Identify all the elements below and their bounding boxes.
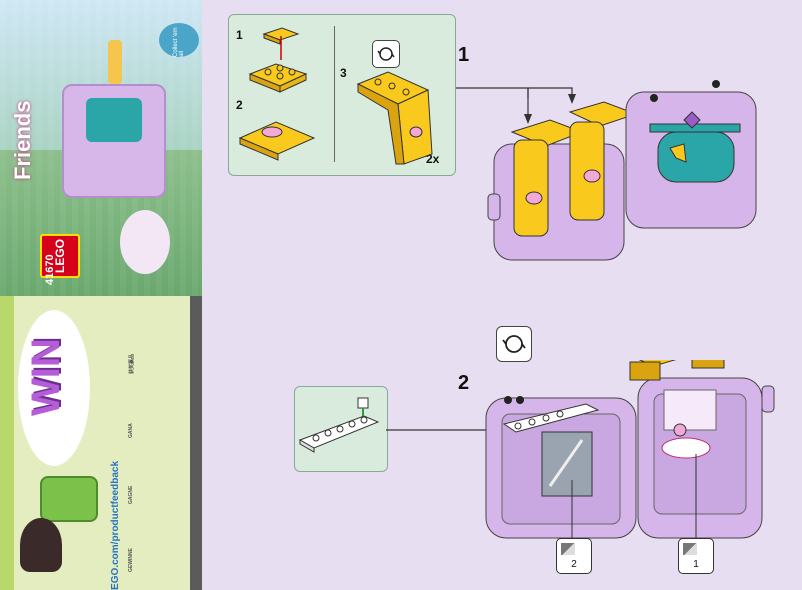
win-speech-bubble xyxy=(18,310,90,466)
sticker-icon xyxy=(561,543,575,555)
box-cover: Collect 'em all Friends LEGO 41670 xyxy=(0,0,202,296)
minifigure-emma xyxy=(20,518,62,572)
step2-cube-model xyxy=(386,360,775,540)
step-number-1: 1 xyxy=(458,44,470,66)
sticker-callout-1: 1 xyxy=(678,538,714,574)
friends-logo: Friends xyxy=(10,100,35,180)
collect-badge: Collect 'em all xyxy=(159,23,199,57)
feedback-url[interactable]: LEGO.com/productfeedback xyxy=(110,460,121,590)
step-number-2: 2 xyxy=(458,372,470,394)
cover-cube-image xyxy=(62,84,166,198)
substep-1: 1 xyxy=(236,28,243,42)
step2-plate-illustration xyxy=(298,397,380,453)
pet-accessories xyxy=(120,210,170,274)
set-number: 41670 xyxy=(44,254,56,285)
step1-parts-illustration xyxy=(238,27,433,165)
feedback-flyer: WIN LEGO.com/productfeedback GEWINNE GAG… xyxy=(0,296,202,590)
sticker-callout-2: 2 xyxy=(556,538,592,574)
substep-3: 3 xyxy=(340,66,347,80)
minifigure xyxy=(108,40,122,84)
step1-cube-model xyxy=(456,80,757,261)
rotate-icon xyxy=(372,40,400,68)
sticker-icon xyxy=(683,543,697,555)
substep-2: 2 xyxy=(236,98,243,112)
win-heading: WIN xyxy=(24,338,68,416)
camera-icon xyxy=(40,476,98,522)
multiplier: 2x xyxy=(426,152,440,166)
rotate-icon xyxy=(496,326,532,362)
